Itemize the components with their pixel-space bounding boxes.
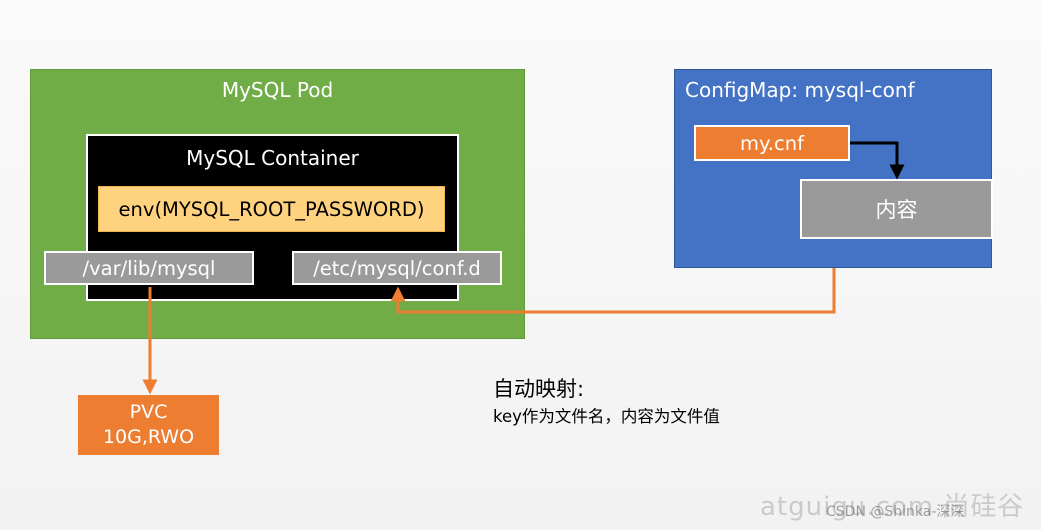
- arrow-key-to-value: [850, 141, 905, 180]
- pod-title: MySQL Pod: [221, 78, 334, 102]
- watermark-site: atguigu.com 尚硅谷: [760, 492, 1025, 522]
- arrow-configmap-to-confd: [390, 268, 836, 314]
- mount-var-lib-mysql: /var/lib/mysql: [44, 251, 254, 285]
- configmap-key: my.cnf: [694, 125, 850, 161]
- env-box: env(MYSQL_ROOT_PASSWORD): [98, 186, 445, 232]
- annotation-description: key作为文件名，内容为文件值: [493, 407, 720, 426]
- configmap-title: ConfigMap: mysql-conf: [685, 78, 915, 102]
- pvc-box: PVC 10G,RWO: [78, 395, 219, 455]
- pvc-spec: 10G,RWO: [102, 426, 195, 448]
- pvc-label: PVC: [129, 401, 168, 423]
- configmap-value: 内容: [800, 179, 993, 239]
- mount-etc-mysql-conf: /etc/mysql/conf.d: [292, 251, 502, 285]
- annotation-title: 自动映射:: [493, 377, 585, 401]
- watermark-csdn: CSDN @Shinka-深深: [826, 504, 965, 520]
- container-title: MySQL Container: [186, 146, 359, 170]
